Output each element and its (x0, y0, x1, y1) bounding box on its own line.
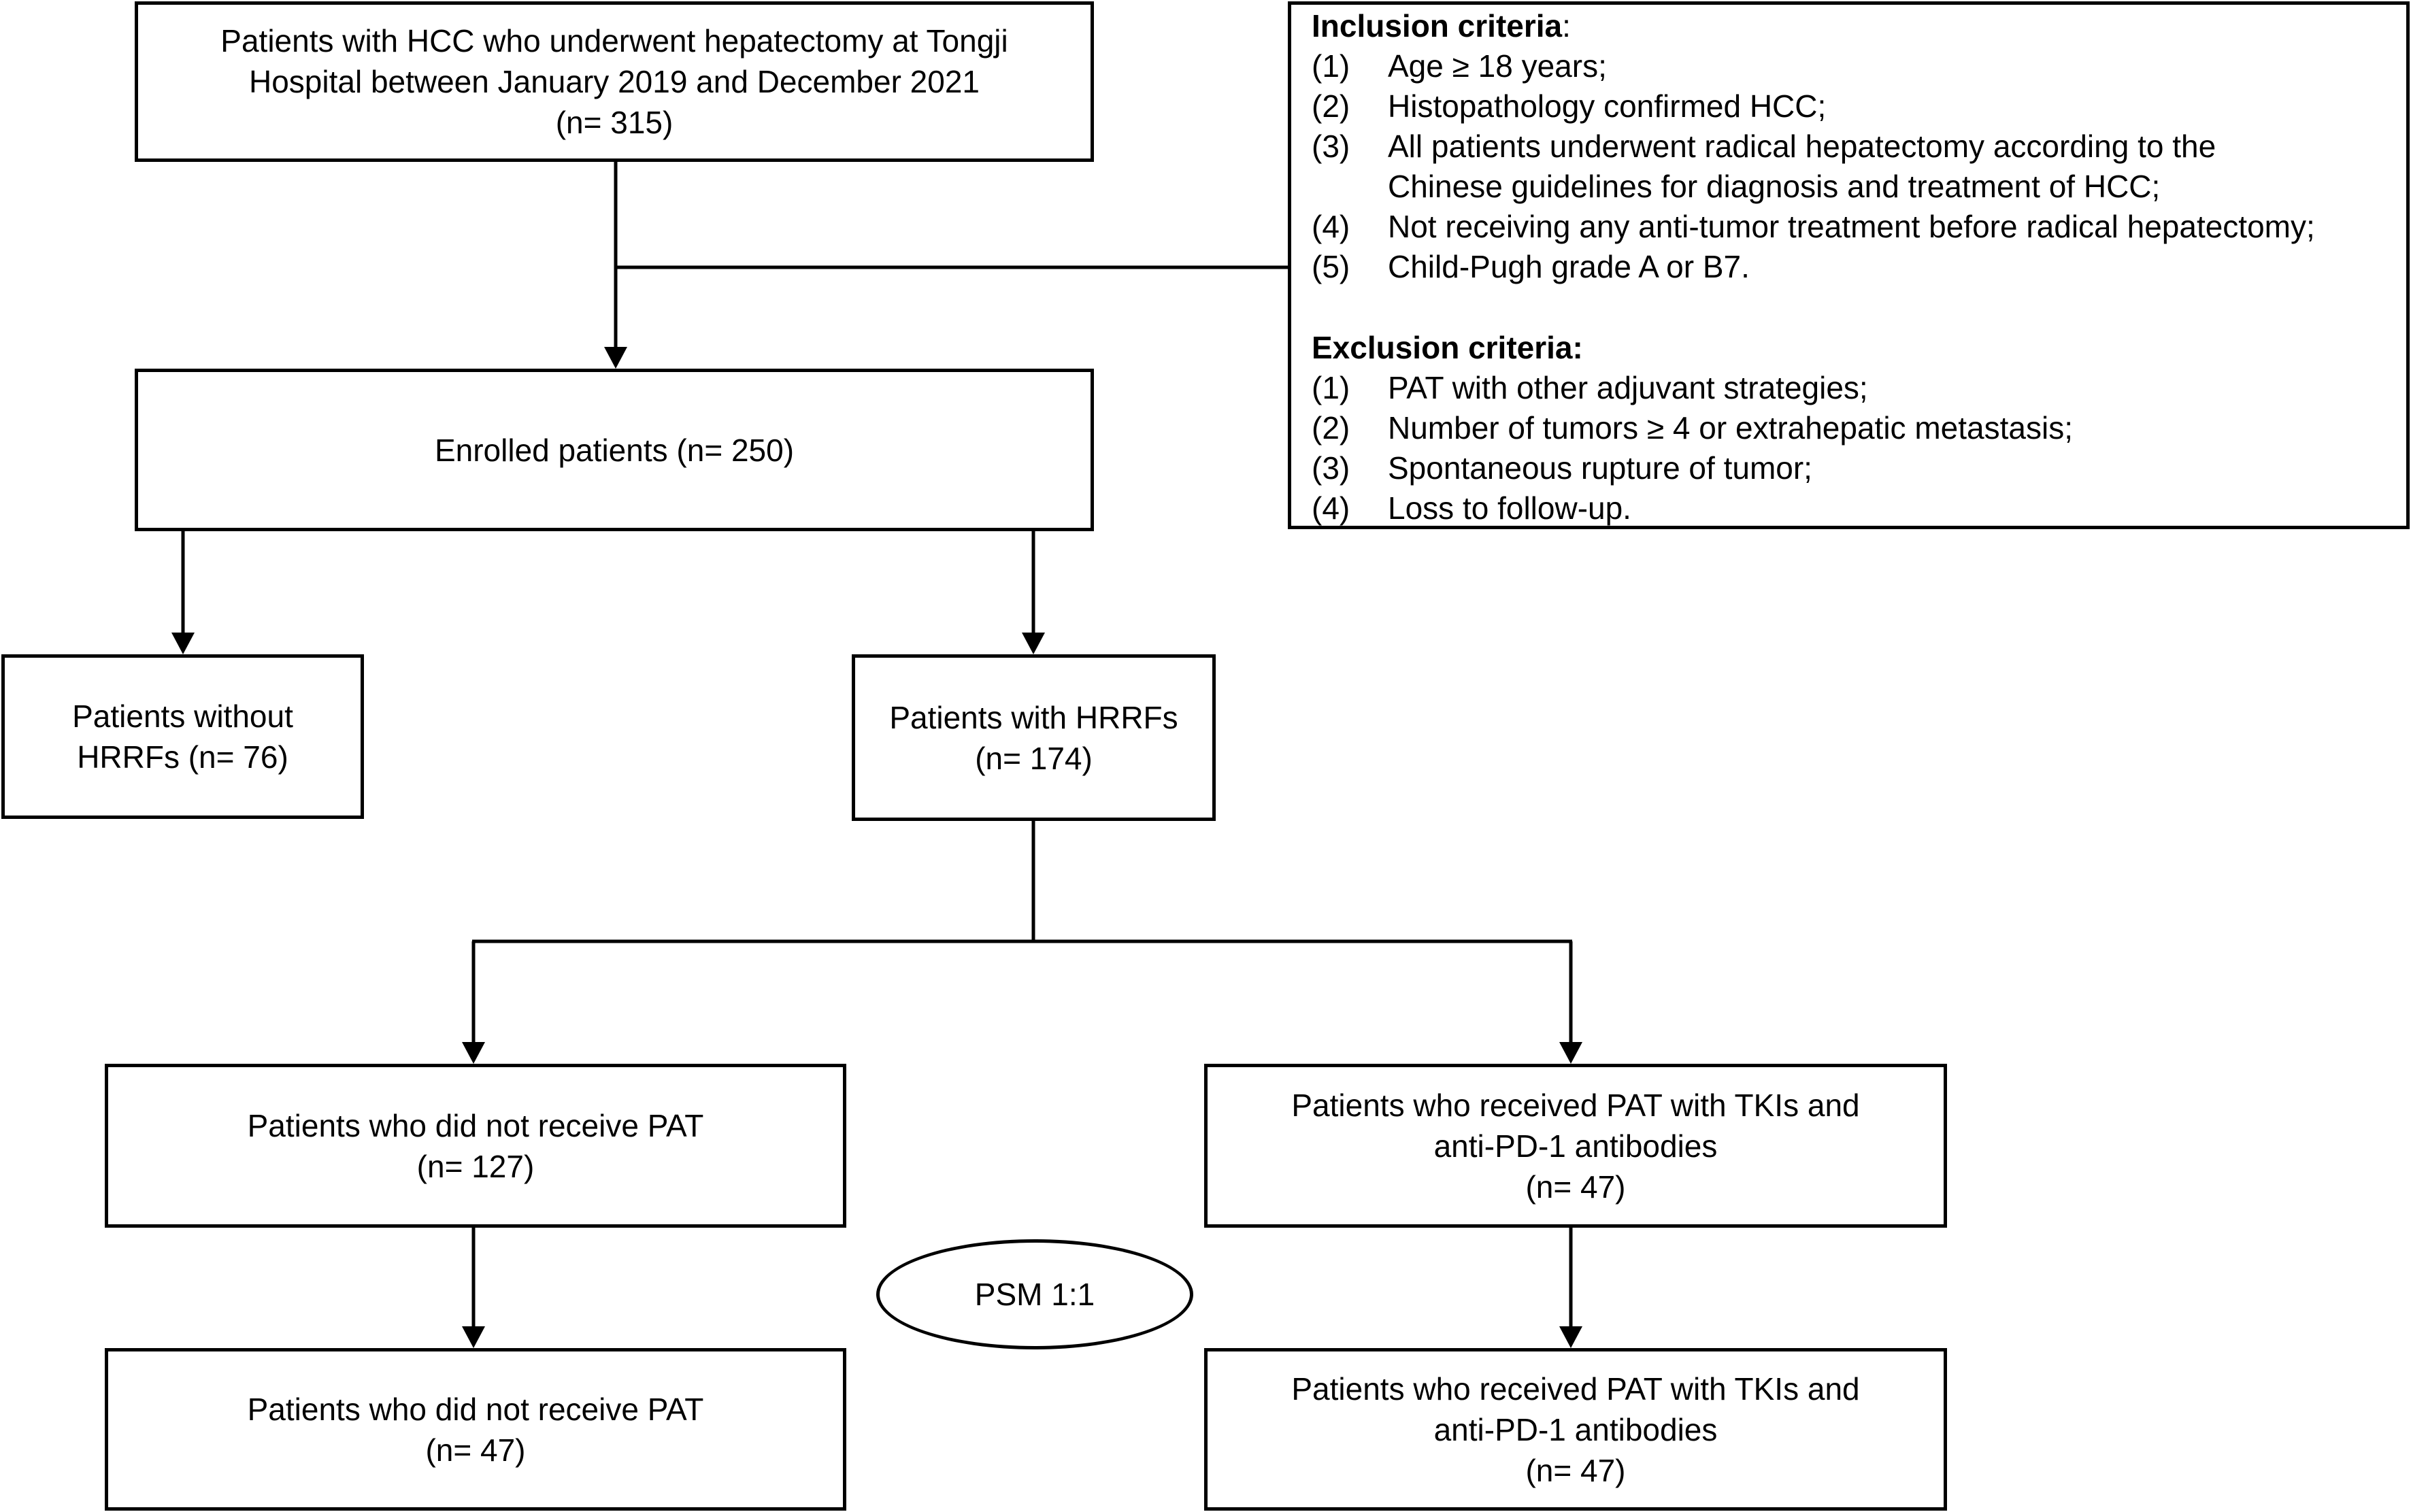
criteria-number: (2) (1312, 88, 1350, 124)
box-line: Patients without (72, 699, 293, 734)
arrowhead (1022, 633, 1045, 654)
criteria-item: (5) Child-Pugh grade A or B7. (1312, 247, 2406, 287)
criteria-text: Age ≥ 18 years; (1388, 48, 1607, 84)
box-line: (n= 127) (416, 1148, 535, 1184)
arrowhead (462, 1042, 485, 1064)
box-line: (n= 47) (1525, 1452, 1626, 1488)
arrowhead (462, 1326, 485, 1348)
arrowhead (604, 347, 627, 369)
criteria-number: (3) (1312, 450, 1350, 486)
exclusion-title: Exclusion criteria: (1312, 330, 1583, 365)
criteria-text: PAT with other adjuvant strategies; (1388, 370, 1868, 405)
psm-label: PSM 1:1 (974, 1277, 1095, 1312)
criteria-number: (4) (1312, 490, 1350, 526)
box-initial-patients: Patients with HCC who underwent hepatect… (135, 1, 1094, 162)
criteria-number: (5) (1312, 249, 1350, 284)
criteria-item: (2) Number of tumors ≥ 4 or extrahepatic … (1312, 408, 2406, 448)
inclusion-colon: : (1562, 8, 1571, 44)
box-line: anti-PD-1 antibodies (1433, 1411, 1718, 1447)
box-with-hrrfs: Patients with HRRFs (n= 174) (852, 654, 1216, 821)
criteria-text: Loss to follow-up. (1388, 490, 1631, 526)
criteria-number: (4) (1312, 209, 1350, 244)
criteria-item: (4) Not receiving any anti-tumor treatmen… (1312, 207, 2406, 247)
criteria-item: (4) Loss to follow-up. (1312, 488, 2406, 526)
box-no-pat: Patients who did not receive PAT (n= 127… (105, 1064, 846, 1228)
box-line: (n= 47) (425, 1432, 526, 1468)
inclusion-title: Inclusion criteria (1312, 8, 1563, 44)
criteria-text: Not receiving any anti-tumor treatment b… (1388, 209, 2315, 244)
box-line: Patients who did not receive PAT (247, 1107, 704, 1143)
criteria-item: (2) Histopathology confirmed HCC; (1312, 86, 2406, 127)
criteria-item: Chinese guidelines for diagnosis and tre… (1312, 167, 2406, 207)
exclusion-list: (1)PAT with other adjuvant strategies;(2… (1312, 368, 2406, 526)
criteria-text: Child-Pugh grade A or B7. (1388, 249, 1750, 284)
box-line: Patients with HCC who underwent hepatect… (220, 23, 1008, 58)
criteria-item: (3) All patients underwent radical hepate… (1312, 127, 2406, 167)
box-line: Enrolled patients (n= 250) (434, 432, 795, 468)
box-line: (n= 174) (975, 740, 1093, 776)
box-line: Patients with HRRFs (889, 699, 1178, 735)
criteria-number: (1) (1312, 48, 1350, 84)
box-without-hrrfs: Patients without HRRFs (n= 76) (1, 654, 364, 819)
criteria-number: (3) (1312, 129, 1350, 164)
criteria-text: Chinese guidelines for diagnosis and tre… (1388, 169, 2161, 204)
box-line: Hospital between January 2019 and Decemb… (248, 64, 980, 99)
box-line: (n= 47) (1525, 1169, 1626, 1205)
criteria-number (1312, 167, 1388, 207)
criteria-text: Histopathology confirmed HCC; (1388, 88, 1827, 124)
criteria-number: (1) (1312, 370, 1350, 405)
psm-ellipse: PSM 1:1 (876, 1239, 1193, 1349)
box-line: HRRFs (n= 76) (77, 739, 288, 775)
box-line: (n= 315) (555, 105, 674, 140)
box-pat-matched: Patients who received PAT with TKIs and … (1204, 1348, 1947, 1511)
box-line: anti-PD-1 antibodies (1433, 1128, 1718, 1164)
criteria-box: Inclusion criteria: (1)Age ≥ 18 years;(2… (1288, 1, 2410, 529)
box-pat: Patients who received PAT with TKIs and … (1204, 1064, 1947, 1228)
criteria-item: (3) Spontaneous rupture of tumor; (1312, 448, 2406, 488)
inclusion-heading: Inclusion criteria: (1312, 6, 2406, 46)
box-line: Patients who received PAT with TKIs and (1291, 1371, 1860, 1407)
box-enrolled-patients: Enrolled patients (n= 250) (135, 369, 1094, 531)
arrowhead (1559, 1326, 1582, 1348)
box-no-pat-matched: Patients who did not receive PAT (n= 47) (105, 1348, 846, 1511)
criteria-text: All patients underwent radical hepatecto… (1388, 129, 2216, 164)
arrowhead (1559, 1042, 1582, 1064)
inclusion-list: (1) Age ≥ 18 years; (2) Histopathology conf… (1312, 46, 2406, 287)
arrowhead (171, 633, 195, 654)
criteria-number: (2) (1312, 410, 1350, 446)
criteria-item: (1) Age ≥ 18 years; (1312, 46, 2406, 86)
criteria-item: (1) PAT with other adjuvant strategies; (1312, 368, 2406, 408)
box-line: Patients who did not receive PAT (247, 1391, 704, 1427)
criteria-text: Spontaneous rupture of tumor; (1388, 450, 1812, 486)
box-line: Patients who received PAT with TKIs and (1291, 1087, 1860, 1123)
criteria-text: Number of tumors ≥ 4 or extrahepatic met… (1388, 410, 2073, 446)
